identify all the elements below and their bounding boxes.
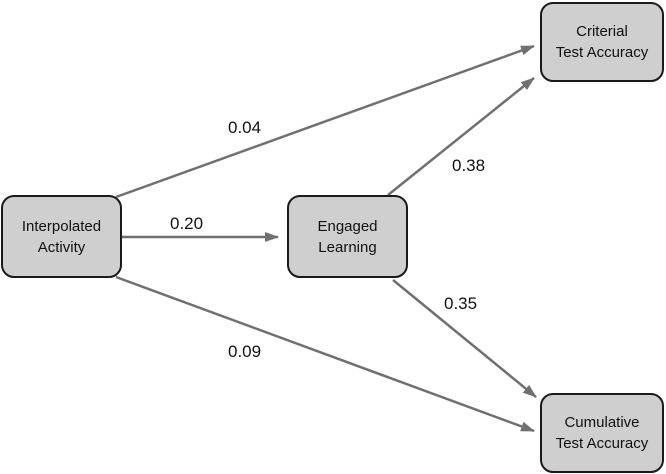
arrow-engaged-to-criterial: [387, 77, 535, 196]
path-weight-interpolated-to-criterial: 0.04: [228, 118, 262, 137]
path-weight-engaged-to-cumulative: 0.35: [444, 294, 478, 313]
node-label-line1: Interpolated: [21, 217, 102, 235]
node-label-line1: Engaged: [317, 217, 378, 235]
path-weight-interpolated-to-cumulative: 0.09: [228, 342, 262, 361]
path-weight-interpolated-to-engaged: 0.20: [170, 214, 204, 233]
node-label-line2: Activity: [37, 238, 86, 256]
node-label-line2: Learning: [318, 238, 377, 256]
node-label-line1: Criterial: [576, 23, 628, 40]
arrow-engaged-to-cumulative: [392, 279, 537, 398]
path-weight-engaged-to-criterial: 0.38: [452, 156, 486, 175]
node-cumulative-test-accuracy: Cumulative Test Accuracy: [540, 393, 664, 473]
arrow-interpolated-to-criterial: [115, 44, 535, 199]
node-engaged-learning: Engaged Learning: [287, 195, 408, 278]
node-interpolated-activity: Interpolated Activity: [1, 195, 122, 278]
node-label-line1: Cumulative: [564, 414, 640, 431]
node-criterial-test-accuracy: Criterial Test Accuracy: [540, 2, 664, 82]
node-label-line2: Test Accuracy: [555, 44, 649, 61]
node-label-line2: Test Accuracy: [555, 435, 649, 452]
arrow-interpolated-to-cumulative: [115, 275, 535, 433]
